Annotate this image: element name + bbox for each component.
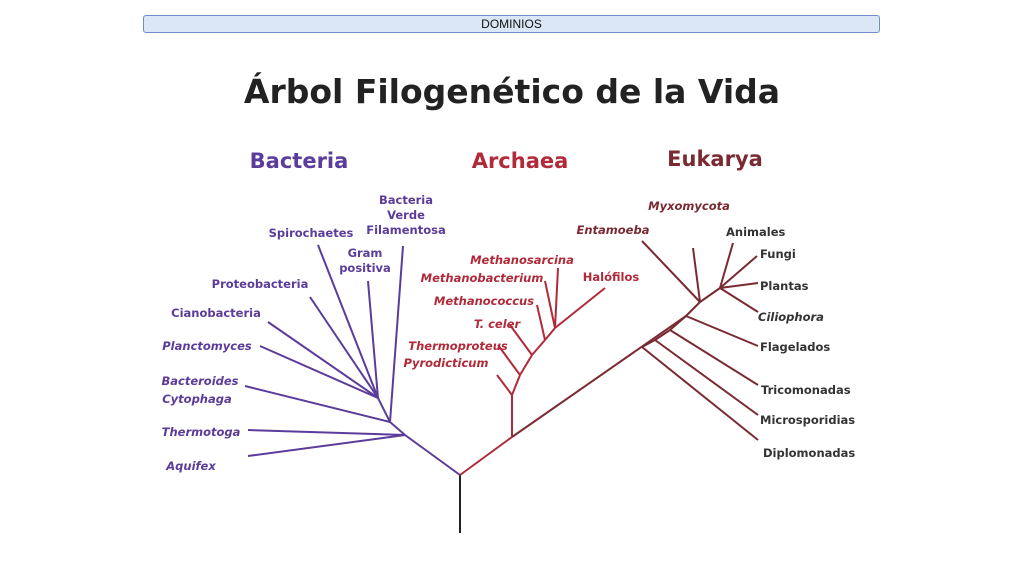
branch [654,339,759,416]
branch [367,280,379,399]
label-proteobacteria: Proteobacteria [212,277,309,291]
label-spirochaetes: Spirochaetes [269,226,354,240]
branch [554,287,606,329]
label-flagelados: Flagelados [760,340,830,354]
branch [719,282,759,289]
label-bacteroides: Bacteroides [161,374,238,388]
label-aquifex: Aquifex [165,459,216,473]
branch [544,327,556,341]
label-planctomyces: Planctomyces [162,339,252,353]
domain-bacteria: Bacteria [250,149,349,173]
label-plantas: Plantas [760,279,809,293]
label-cytophaga: Cytophaga [162,392,232,406]
label-microsporidias: Microsporidias [760,413,855,427]
label-halofilos: Halófilos [583,270,640,284]
branch [389,245,404,423]
branch [259,345,379,399]
branch [531,339,546,356]
label-cianobacteria: Cianobacteria [171,306,261,320]
label-ciliophora: Ciliophora [758,310,824,324]
label-tricomonadas: Tricomonadas [761,383,851,397]
label-methanococcus: Methanococcus [434,294,534,308]
branch [404,434,461,476]
branch [509,324,533,356]
branch [309,296,379,399]
branch [267,321,379,399]
branch [554,267,559,329]
branch [459,436,513,476]
branch [654,329,671,341]
branch [685,301,701,317]
label-t-celer: T. celer [474,317,522,331]
branch [641,346,759,441]
branch [544,280,556,329]
branch [519,354,533,376]
branch [685,315,759,347]
branch [641,339,656,348]
label-myxomycota: Myxomycota [648,199,730,213]
branch [719,287,759,313]
branch [389,421,406,436]
label-methanobacterium: Methanobacterium [421,271,544,285]
branch [719,255,758,289]
bacteria-branches [244,244,461,476]
label-methanosarcina: Methanosarcina [470,253,574,267]
branch [692,247,701,303]
branch [377,397,391,423]
branch [536,304,546,341]
label-thermotoga: Thermotoga [162,425,241,439]
label-fungi: Fungi [760,247,796,261]
label-entamoeba: Entamoeba [577,223,650,237]
branch [699,287,721,303]
label-gram-1: Gram [348,246,383,260]
label-diplomonadas: Diplomonadas [763,446,855,460]
domain-eukarya: Eukarya [667,147,763,171]
label-gram-2: positiva [339,261,391,275]
label-pyrodicticum: Pyrodicticum [404,356,489,370]
label-filamentosa-3: Filamentosa [366,223,445,237]
branch [244,385,391,423]
branch [511,374,521,396]
label-filamentosa-1: Bacteria [379,193,433,207]
diagram-title: Árbol Filogenético de la Vida [243,72,781,111]
branch [247,429,406,436]
label-thermoproteus: Thermoproteus [408,339,508,353]
eukarya-branches [511,240,759,441]
branch [496,374,513,396]
label-animales: Animales [726,225,786,239]
branch [511,315,687,438]
branch [247,434,406,457]
branch [669,329,759,386]
section-header: DOMINIOS [143,15,880,33]
branch [641,240,701,303]
archaea-branches [459,267,606,476]
label-filamentosa-2: Verde [387,208,425,222]
branch [669,315,687,331]
branch [497,344,521,376]
branch [719,242,734,289]
branch [317,244,379,399]
domain-archaea: Archaea [472,149,569,173]
